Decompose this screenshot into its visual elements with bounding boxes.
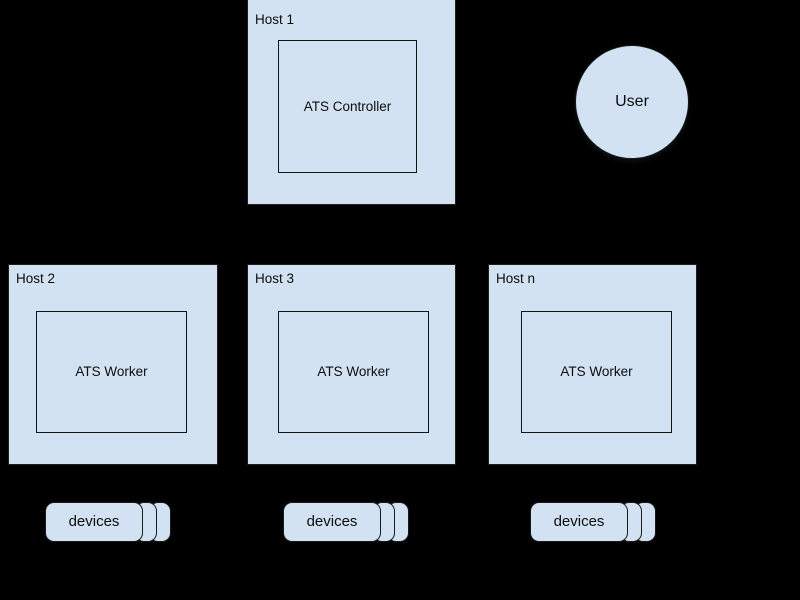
devices-sheet-front: devices	[530, 502, 628, 542]
service-box-ats-worker-host-n[interactable]: ATS Worker	[521, 311, 672, 433]
devices-stack-host-2[interactable]: devices	[45, 502, 171, 542]
service-box-ats-worker-host-2[interactable]: ATS Worker	[36, 311, 187, 433]
user-label: User	[615, 93, 649, 110]
service-label-ats-worker-host-2: ATS Worker	[75, 364, 148, 379]
devices-label-host-3: devices	[306, 513, 358, 530]
host-label-host-2: Host 2	[16, 271, 56, 286]
service-label-ats-worker-host-3: ATS Worker	[317, 364, 390, 379]
host-label-host-n: Host n	[496, 271, 536, 286]
service-box-ats-worker-host-3[interactable]: ATS Worker	[278, 311, 429, 433]
service-label-ats-controller: ATS Controller	[303, 98, 392, 114]
devices-label-host-n: devices	[553, 513, 605, 530]
host-label-host-1: Host 1	[255, 12, 295, 27]
devices-sheet-front: devices	[45, 502, 143, 542]
user-node[interactable]: User	[575, 45, 689, 159]
service-box-ats-controller[interactable]: ATS Controller	[278, 40, 417, 173]
service-label-ats-worker-host-n: ATS Worker	[560, 364, 633, 379]
devices-stack-host-n[interactable]: devices	[530, 502, 656, 542]
host-label-host-3: Host 3	[255, 271, 295, 286]
devices-sheet-front: devices	[283, 502, 381, 542]
devices-stack-host-3[interactable]: devices	[283, 502, 409, 542]
devices-label-host-2: devices	[68, 513, 120, 530]
